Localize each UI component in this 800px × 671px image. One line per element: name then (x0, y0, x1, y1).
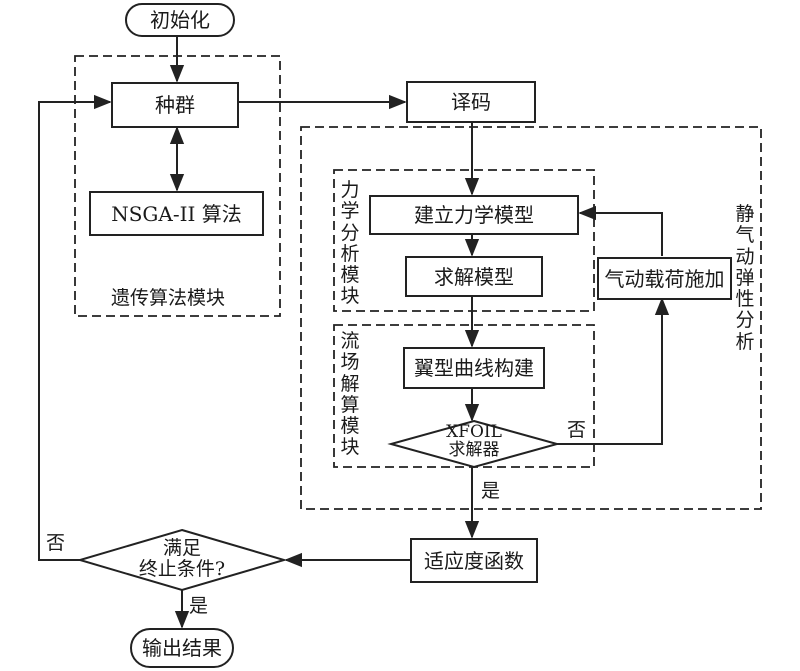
output-node: 输出结果 (130, 628, 234, 668)
xfoil-solver-diamond (387, 419, 561, 469)
termination-label-line1: 满足 (162, 537, 201, 559)
static-aero-char: 析 (735, 330, 755, 353)
flow-module-boundary (333, 324, 595, 468)
mech-char: 分 (340, 221, 360, 244)
mech-char: 模 (340, 264, 360, 287)
termination-yes-label: 是 (189, 595, 209, 617)
airfoil-node: 翼型曲线构建 (403, 347, 545, 389)
fitness-node: 适应度函数 (410, 538, 538, 583)
edge-xfoil-no-airload (557, 297, 670, 445)
mech-module-label: 力 学 分 析 模 块 (339, 179, 361, 308)
decode-node: 译码 (406, 81, 536, 123)
static-aero-char: 气 (735, 224, 755, 247)
termination-label: 满足 终止条件? (112, 538, 252, 579)
mech-char: 析 (340, 242, 360, 265)
init-node: 初始化 (125, 3, 235, 37)
flow-char: 场 (340, 351, 360, 374)
flow-char: 算 (340, 393, 360, 416)
flow-char: 模 (340, 415, 360, 438)
edge-airload-build (578, 205, 663, 256)
xfoil-yes-label: 是 (481, 480, 501, 502)
static-aero-char: 动 (735, 245, 755, 268)
static-aero-char: 弹 (735, 266, 755, 289)
population-node: 种群 (111, 82, 239, 128)
flow-char: 块 (340, 436, 360, 459)
static-aero-label: 静 气 动 弹 性 分 析 (734, 203, 756, 353)
static-aero-char: 静 (735, 203, 755, 225)
build-model-node: 建立力学模型 (369, 195, 579, 235)
mech-char: 力 (340, 179, 360, 201)
flow-char: 解 (340, 372, 360, 395)
mech-char: 学 (340, 200, 360, 223)
airload-node: 气动载荷施加 (597, 257, 732, 300)
flow-char: 流 (340, 330, 360, 352)
static-aero-char: 性 (735, 288, 755, 311)
xfoil-label-line2: 求解器 (448, 440, 500, 461)
termination-no-label: 否 (46, 532, 66, 554)
nsga-node: NSGA-II 算法 (89, 191, 264, 236)
static-aero-boundary (300, 126, 762, 510)
termination-label-line2: 终止条件? (138, 557, 226, 580)
static-aero-char: 分 (735, 309, 755, 332)
flow-module-label: 流 场 解 算 模 块 (339, 330, 361, 459)
solve-model-node: 求解模型 (405, 256, 543, 297)
edge-termination-no-population (38, 94, 112, 561)
xfoil-solver-label: XFOIL 求解器 (424, 423, 524, 460)
mech-char: 块 (340, 285, 360, 308)
xfoil-no-label: 否 (567, 419, 587, 441)
mech-module-boundary (333, 169, 595, 312)
xfoil-label-line1: XFOIL (446, 422, 502, 442)
ga-module-label: 遗传算法模块 (111, 287, 226, 309)
